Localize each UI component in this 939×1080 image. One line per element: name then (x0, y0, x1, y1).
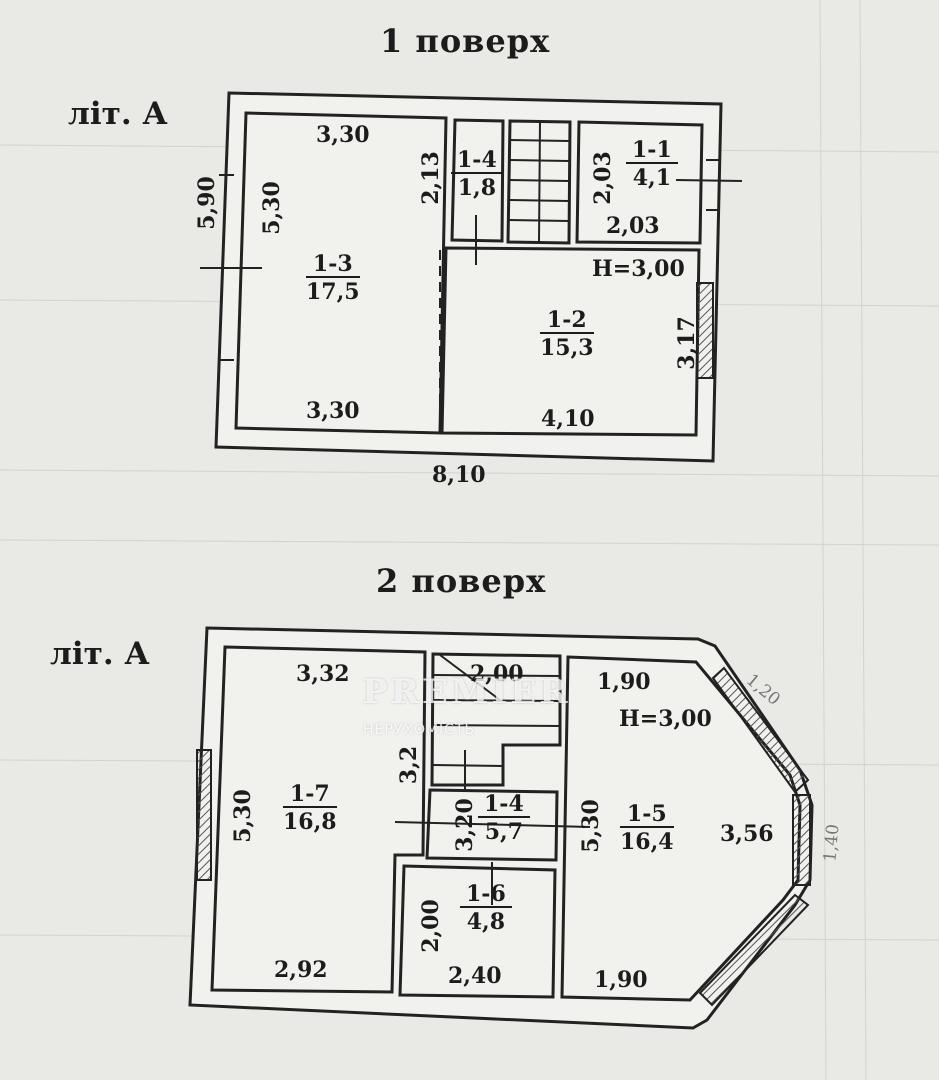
floor1-dim-bottom-left: 3,30 (306, 398, 360, 424)
room-1-3-outline (234, 111, 448, 435)
floor2-height-label: Н=3,00 (619, 706, 712, 732)
floor2-lit-label: літ. А (50, 636, 150, 672)
floor1-dim-outer-height: 5,90 (193, 176, 220, 230)
room-1-6-outline (398, 864, 557, 999)
floor1-dim-overall-width: 8,10 (432, 462, 486, 488)
floor1-dim-top-left: 3,30 (316, 122, 370, 148)
floor1-dim-bottom-right: 4,10 (541, 406, 595, 432)
floor2-dim-room15-top: 1,90 (597, 669, 651, 695)
floor2-dim-hall-height: 3,20 (451, 798, 478, 852)
floor2-dim-room17-top: 3,32 (296, 661, 350, 687)
floor1-dim-room11-height: 2,03 (589, 151, 616, 205)
floor1-title: 1 поверх (380, 22, 551, 60)
floor1-plan (200, 91, 743, 463)
room-1-4-outline (450, 118, 505, 243)
floor1-dim-wc-height: 2,13 (417, 151, 444, 205)
stair-outline (506, 119, 572, 245)
floor2-dim-room15-bottom: 1,90 (594, 967, 648, 993)
floor1-dim-inner-height: 5,30 (258, 181, 285, 235)
floor2-dim-room15-height: 5,30 (577, 799, 604, 853)
room-1-1-outline (575, 120, 704, 245)
floor1-dim-room12-height: 3,17 (673, 316, 700, 370)
floor2-dim-room16-height: 2,00 (417, 899, 444, 953)
floor2-dim-room16-bottom: 2,40 (448, 963, 502, 989)
floor2-dim-room15-bay: 3,56 (720, 821, 774, 847)
room-1-7-outline (210, 645, 427, 994)
floor2-dim-stair-height: 3,2 (396, 745, 423, 785)
floor2-dim-bay-side-handwritten: 1,40 (820, 823, 844, 863)
room-1-2-outline (440, 246, 701, 437)
watermark-brand-logo: PREMIER (362, 672, 571, 712)
stair2-outline (430, 652, 562, 787)
floor2-dim-room17-bottom: 2,92 (274, 957, 328, 983)
floor1-height-label: Н=3,00 (592, 256, 685, 282)
room-1-4-2-outline (425, 788, 559, 862)
floor2-dim-stair-top: 2,00 (470, 661, 524, 687)
floor2-title: 2 поверх (376, 562, 547, 600)
floor2-plan (188, 626, 814, 1030)
floor1-dim-room11-width: 2,03 (606, 213, 660, 239)
floor2-dim-room17-height: 5,30 (229, 789, 256, 843)
watermark-subtitle: НЕРУХОМІСТЬ (363, 722, 476, 738)
floor1-lit-label: літ. А (68, 96, 168, 132)
